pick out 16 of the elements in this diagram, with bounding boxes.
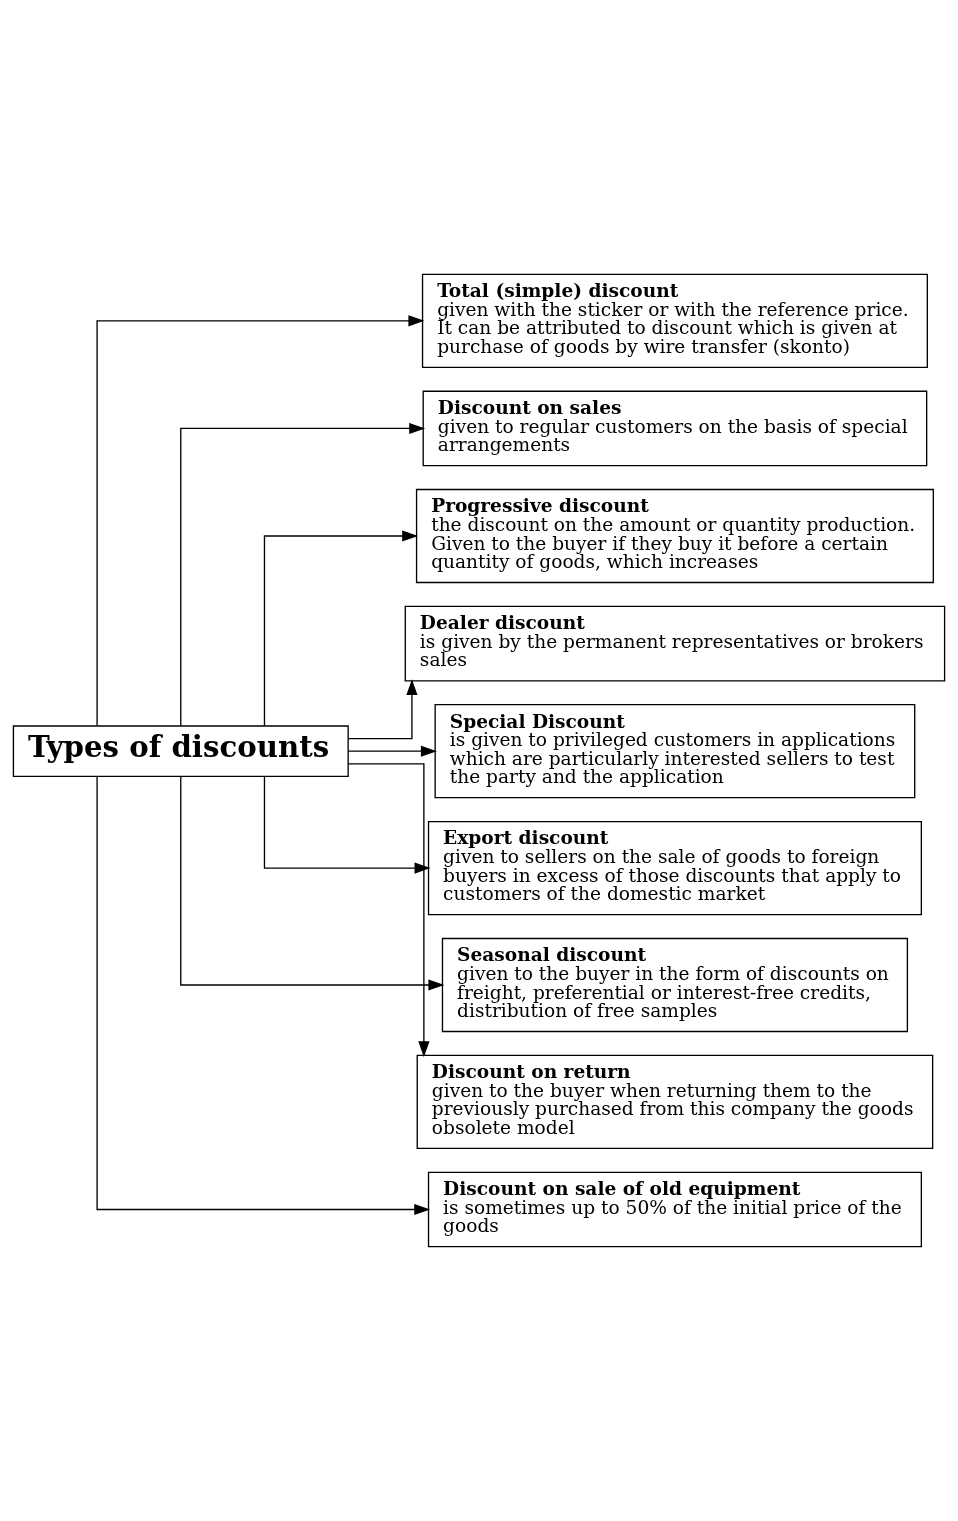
arrow xyxy=(347,745,437,757)
arrow xyxy=(180,776,445,991)
arrow xyxy=(180,422,426,727)
node-box: Export discount given to sellers on the sale of goods to foreign buyers in excess of those discounts that apply to customers of the domestic market xyxy=(427,820,922,916)
node-box: Types of discounts xyxy=(12,725,349,778)
node-box: Discount on sale of old equipment is sometimes up to 50% of the initial price of the goods xyxy=(427,1171,922,1248)
arrow xyxy=(263,530,419,727)
node-box: Seasonal discount given to the buyer in the form of discounts on freight, preferential or interest-free credits, distribution of free samples xyxy=(441,937,909,1033)
arrow xyxy=(96,315,425,727)
node-box: Special Discount is given to privileged customers in applications which are particularly interested sellers to test the party and the application xyxy=(434,704,916,799)
node-box: Total (simple) discount given with the sticker or with the reference price. It can be attributed to discount which is given at purchase of goods by wire transfer (skonto) xyxy=(421,273,928,368)
node-box: Progressive discount the discount on the amount or quantity production. Given to the buyer if they buy it before a certain quantity of goods, which increases xyxy=(415,488,934,584)
arrow xyxy=(348,679,418,740)
node-box: Dealer discount is given by the permanent representatives or brokers sales xyxy=(404,605,946,682)
node-box: Discount on sales given to regular customers on the basis of special arrangements xyxy=(422,390,928,467)
node-box: Discount on return given to the buyer when returning them to the previously purchased from this company the goods obsolete model xyxy=(416,1054,934,1150)
